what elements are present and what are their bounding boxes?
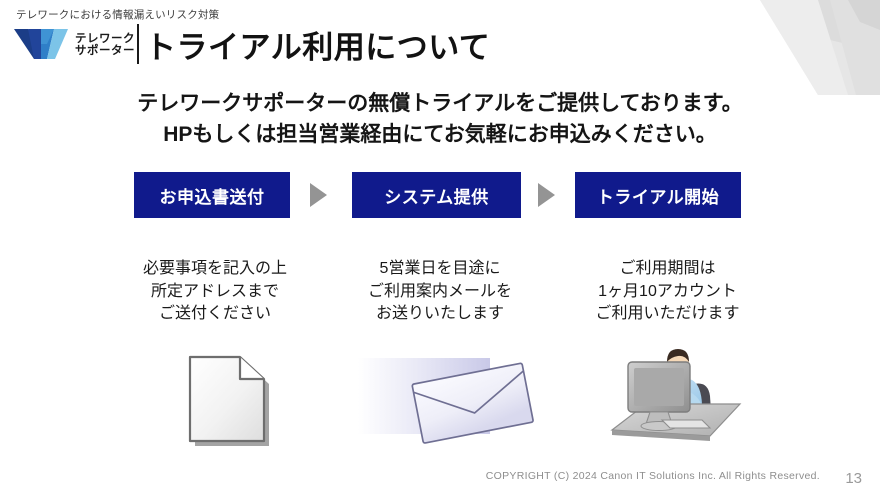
brand-logo: テレワーク サポーター: [12, 26, 135, 64]
document-icon: [188, 355, 269, 446]
lead-line-2: HPもしくは担当営業経由にてお気軽にお申込みください。: [163, 123, 717, 147]
title-divider: [137, 24, 139, 64]
logo-wordmark: テレワーク サポーター: [75, 33, 135, 57]
step-caption-1: 必要事項を記入の上 所定アドレスまで ご送付ください: [120, 258, 310, 326]
caption-3-line-2: 1ヶ月10アカウント: [598, 282, 737, 300]
step-box-2: システム提供: [352, 172, 521, 218]
step-arrow-2-icon: [538, 183, 555, 207]
lead-line-1: テレワークサポーターの無償トライアルをご提供しております。: [137, 92, 743, 115]
caption-3-line-3: ご利用いただけます: [595, 305, 740, 323]
step-label-2: システム提供: [384, 187, 489, 207]
product-tagline: テレワークにおける情報漏えいリスク対策: [16, 9, 220, 21]
caption-1-line-1: 必要事項を記入の上: [142, 260, 287, 277]
w-mark-icon: [14, 29, 68, 59]
caption-3-line-1: ご利用期間は: [619, 260, 716, 277]
person-at-computer-icon: [610, 349, 742, 441]
step-caption-2: 5営業日を目途に ご利用案内メールを お送りいたします: [345, 258, 535, 326]
caption-2-line-2: ご利用案内メールを: [367, 282, 512, 300]
step-label-3: トライアル開始: [596, 187, 720, 207]
step-box-1: お申込書送付: [134, 172, 290, 218]
caption-1-line-2: 所定アドレスまで: [150, 282, 279, 300]
process-step-row: お申込書送付 システム提供 トライアル開始: [0, 172, 880, 218]
logo-line-2: サポーター: [75, 45, 135, 57]
corner-decoration: [760, 0, 880, 95]
page-number: 13: [845, 470, 862, 487]
envelope-icon: [358, 358, 534, 444]
step-arrow-1-icon: [310, 183, 327, 207]
page-title: トライアル利用について: [145, 30, 491, 65]
step-label-1: お申込書送付: [159, 187, 265, 207]
step-caption-3: ご利用期間は 1ヶ月10アカウント ご利用いただけます: [560, 258, 775, 326]
lead-paragraph: テレワークサポーターの無償トライアルをご提供しております。 HPもしくは担当営業…: [0, 88, 880, 150]
caption-2-line-1: 5営業日を目途に: [379, 260, 501, 277]
logo-line-1: テレワーク: [75, 32, 135, 45]
step-box-3: トライアル開始: [575, 172, 741, 218]
copyright-notice: COPYRIGHT (C) 2024 Canon IT Solutions In…: [485, 470, 820, 482]
caption-2-line-3: お送りいたします: [375, 305, 504, 323]
caption-1-line-3: ご送付ください: [158, 305, 271, 323]
